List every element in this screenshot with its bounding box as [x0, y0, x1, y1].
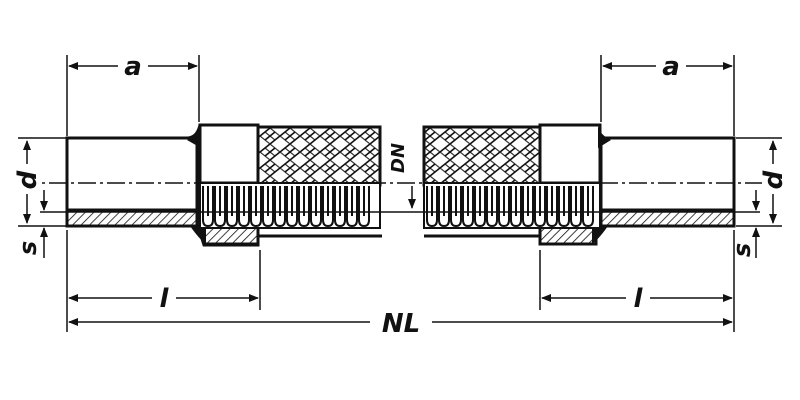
dimension-nl [68, 308, 733, 336]
label-l-left: l [160, 284, 170, 314]
left-weld-top [187, 126, 201, 148]
left-nut [198, 123, 260, 185]
label-d-right: d [759, 170, 789, 189]
label-nl: NL [382, 309, 420, 339]
label-l-right: l [634, 284, 644, 314]
left-hose [199, 125, 382, 238]
dimension-l-left [66, 230, 261, 332]
label-s-right: s [728, 243, 756, 257]
dimension-a-left [66, 54, 200, 136]
rightCorr-path [426, 186, 594, 228]
dimension-a-right [600, 54, 735, 136]
label-s-left: s [14, 241, 42, 255]
left-corrugations [202, 186, 370, 228]
left-braid [256, 125, 382, 187]
right-corrugations [426, 186, 594, 228]
right-weld-bottom [592, 226, 608, 244]
right-hose [422, 125, 601, 238]
right-fitting [538, 123, 736, 246]
label-a-right: a [662, 52, 680, 82]
leftCorr-path [202, 186, 370, 228]
left-weld-bottom [190, 226, 206, 244]
right-nut [538, 123, 602, 185]
label-dn: DN [388, 143, 409, 173]
left-pipe-body [65, 136, 199, 212]
dimension-d-right [736, 137, 784, 227]
dimension-l-right [539, 230, 735, 332]
right-braid [422, 125, 542, 187]
right-weld-top [598, 126, 611, 148]
label-d-left: d [13, 170, 43, 189]
dimension-d-left [16, 137, 66, 227]
left-corrugation-area [199, 182, 381, 229]
label-a-left: a [124, 52, 142, 82]
right-pipe-body [599, 136, 736, 212]
